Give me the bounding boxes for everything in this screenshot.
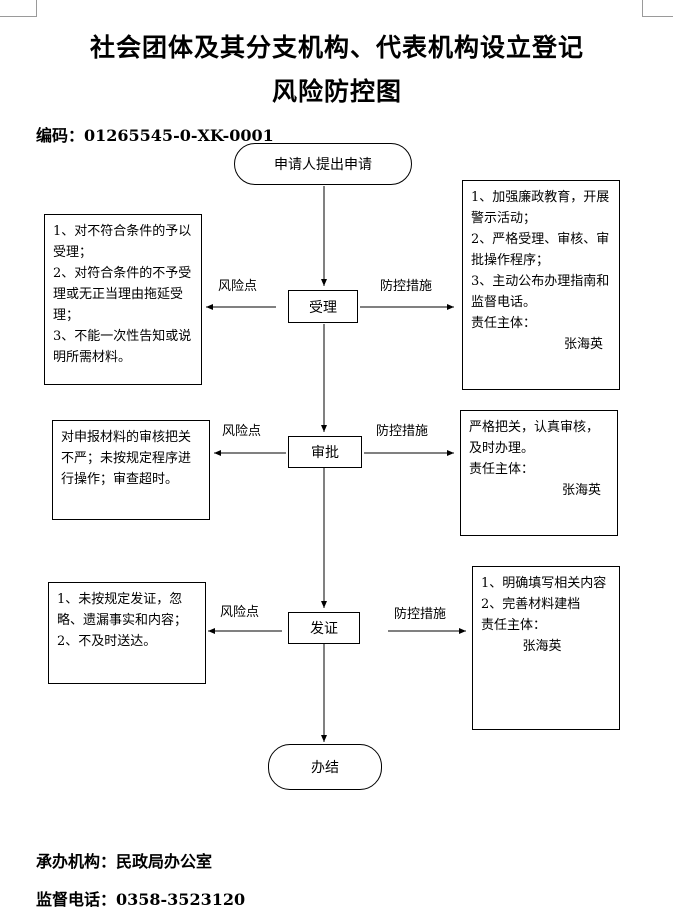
risk-item: 1、未按规定发证，忽略、遗漏事实和内容； (57, 592, 188, 628)
step-issue-certificate: 发证 (288, 612, 360, 644)
measure-item: 2、完善材料建档 (481, 597, 581, 612)
risk-box-step1: 1、对不符合条件的予以受理； 2、对符合条件的不予受理或无正当理由拖延受理； 3… (44, 214, 202, 385)
risk-box-step2: 对申报材料的审核把关不严；未按规定程序进行操作；审查超时。 (52, 420, 210, 520)
footer-organization: 承办机构：民政局办公室 (36, 852, 213, 871)
risk-item: 3、不能一次性告知或说明所需材料。 (53, 329, 192, 365)
end-node: 办结 (268, 744, 382, 790)
responsible-person: 张海英 (522, 639, 562, 654)
document-subtitle: 风险防控图 (271, 77, 402, 106)
responsible-label: 责任主体： (469, 462, 535, 477)
responsible-person: 张海英 (563, 337, 603, 352)
measure-label-step1: 防控措施 (380, 279, 433, 294)
risk-box-step3: 1、未按规定发证，忽略、遗漏事实和内容； 2、不及时送达。 (48, 582, 206, 684)
step-accept: 受理 (288, 290, 358, 323)
step-approve: 审批 (288, 436, 362, 468)
measure-label-step2: 防控措施 (376, 424, 429, 439)
risk-item: 1、对不符合条件的予以受理； (53, 224, 192, 260)
risk-item: 对申报材料的审核把关不严；未按规定程序进行操作；审查超时。 (61, 430, 192, 487)
measure-item: 2、严格受理、审核、审批操作程序； (471, 232, 610, 268)
risk-label-step3: 风险点 (220, 605, 260, 620)
risk-label-step1: 风险点 (218, 279, 258, 294)
risk-label-step2: 风险点 (222, 424, 262, 439)
footer-phone: 监督电话：0358-3523120 (36, 890, 246, 909)
responsible-label: 责任主体： (471, 316, 537, 331)
crop-mark-top-right (642, 0, 673, 17)
responsible-person: 张海英 (561, 483, 601, 498)
risk-item: 2、不及时送达。 (57, 634, 157, 649)
measure-label-step3: 防控措施 (394, 607, 447, 622)
document-code: 编码：01265545-0-XK-0001 (36, 126, 274, 145)
responsible-label: 责任主体： (481, 618, 547, 633)
measure-item: 3、主动公布办理指南和监督电话。 (471, 274, 610, 310)
measure-item: 1、加强廉政教育，开展警示活动； (471, 190, 610, 226)
start-node: 申请人提出申请 (234, 143, 412, 185)
measure-box-step2: 严格把关，认真审核，及时办理。 责任主体： 张海英 (460, 410, 618, 536)
risk-item: 2、对符合条件的不予受理或无正当理由拖延受理； (53, 266, 192, 323)
measure-box-step3: 1、明确填写相关内容 2、完善材料建档 责任主体： 张海英 (472, 566, 620, 730)
document-title: 社会团体及其分支机构、代表机构设立登记 (89, 33, 584, 62)
measure-item: 1、明确填写相关内容 (481, 576, 607, 591)
crop-mark-top-left (0, 0, 37, 17)
measure-box-step1: 1、加强廉政教育，开展警示活动； 2、严格受理、审核、审批操作程序； 3、主动公… (462, 180, 620, 390)
measure-item: 严格把关，认真审核，及时办理。 (469, 420, 600, 456)
